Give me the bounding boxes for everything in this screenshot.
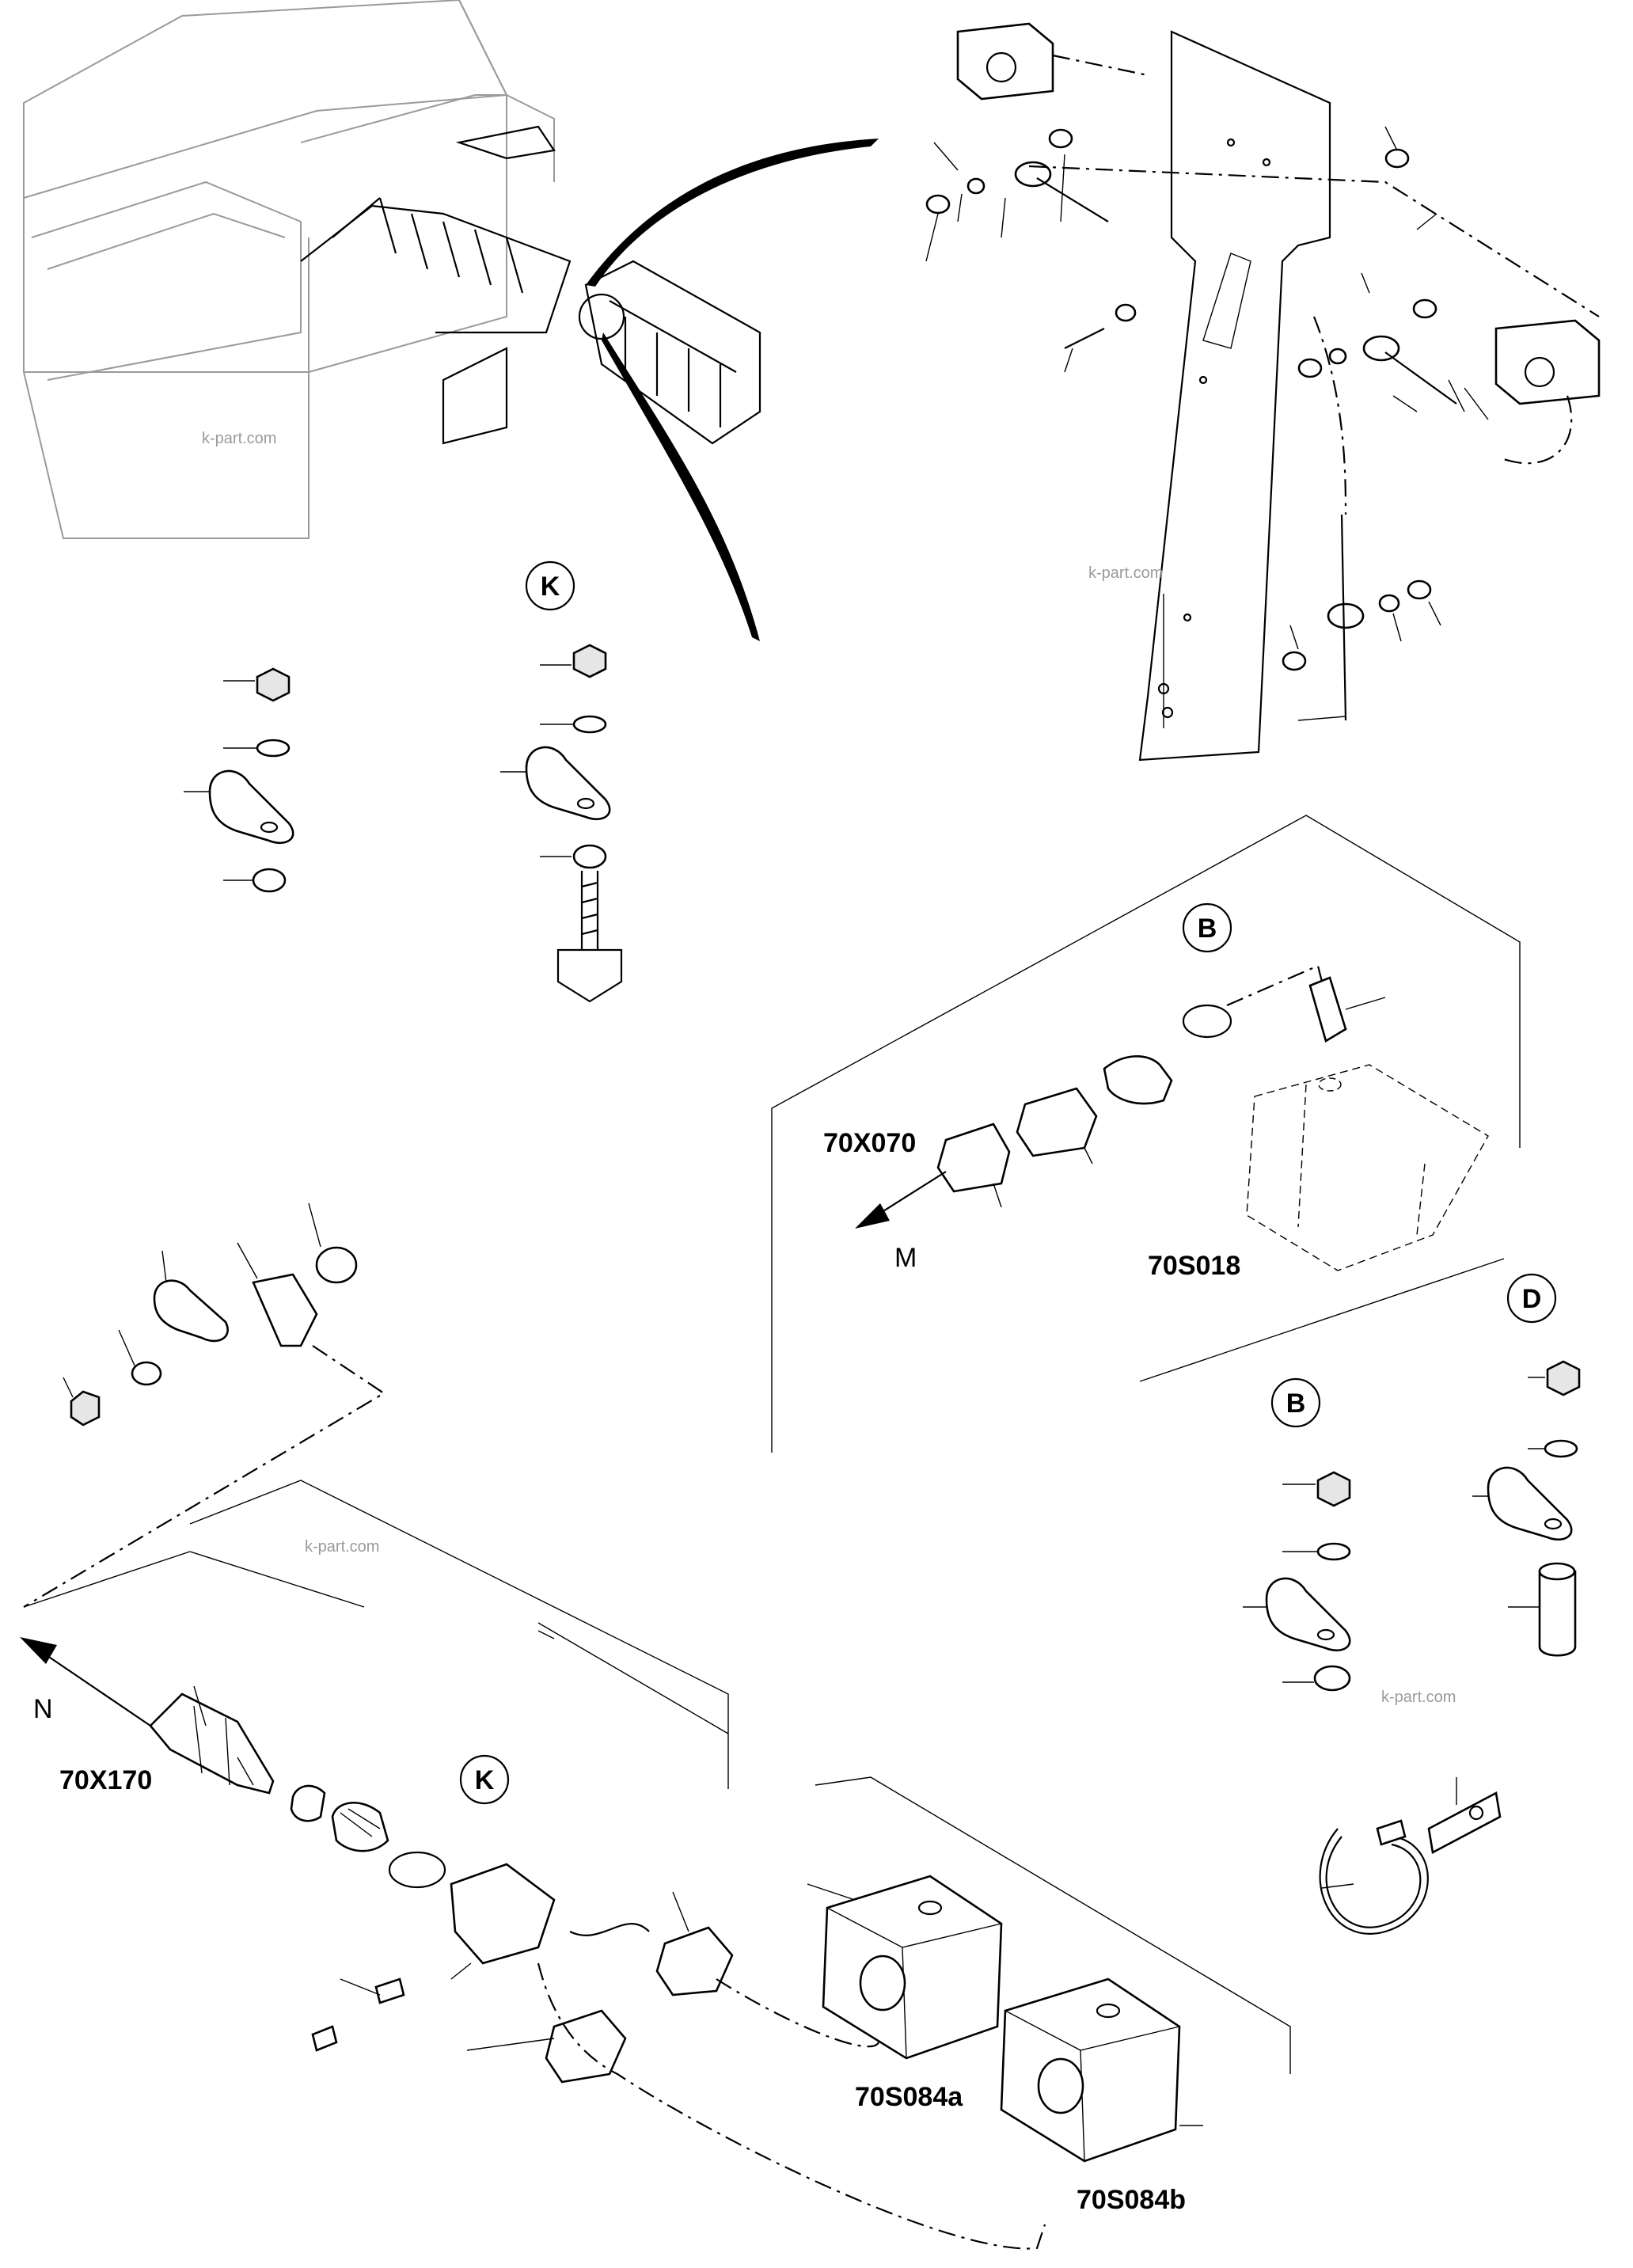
callout-k-top: K	[541, 572, 560, 602]
assembly-box-k: 70X170 N K	[20, 1480, 1046, 2250]
watermark: k-part.com	[305, 1538, 379, 1556]
arrow-label-m: M	[894, 1243, 917, 1273]
hardware-stack-d-right: D	[1472, 1273, 1581, 1657]
assembly-box-b: B 70X070 70S018 M	[771, 815, 1521, 1453]
hardware-stack-k: K	[500, 560, 623, 1003]
label-70s084b: 70S084b	[1077, 2185, 1186, 2215]
label-70x170: 70X170	[59, 1765, 152, 1795]
callout-d-right: D	[1522, 1284, 1542, 1314]
switch-assembly-bottom: 70S084a 70S084b	[807, 1776, 1291, 2215]
label-70s084a: 70S084a	[855, 2082, 963, 2112]
callout-k-bottom: K	[475, 1765, 495, 1795]
bracket-assembly	[925, 22, 1601, 762]
hardware-stack-left	[184, 667, 294, 893]
watermark: k-part.com	[1088, 564, 1163, 582]
hardware-stack-b-right: B	[1243, 1377, 1351, 1692]
watermark: k-part.com	[1381, 1689, 1456, 1706]
callout-b-top: B	[1198, 914, 1217, 944]
arrow-label-n: N	[33, 1694, 53, 1724]
callout-b-right: B	[1286, 1389, 1306, 1419]
watermark: k-part.com	[202, 430, 276, 447]
cable-tie	[1319, 1777, 1502, 1935]
label-70x070: 70X070	[823, 1128, 916, 1158]
label-70s018: 70S018	[1148, 1251, 1240, 1281]
machine-overview	[23, 0, 879, 641]
bracket-cluster-left	[23, 1202, 386, 1608]
